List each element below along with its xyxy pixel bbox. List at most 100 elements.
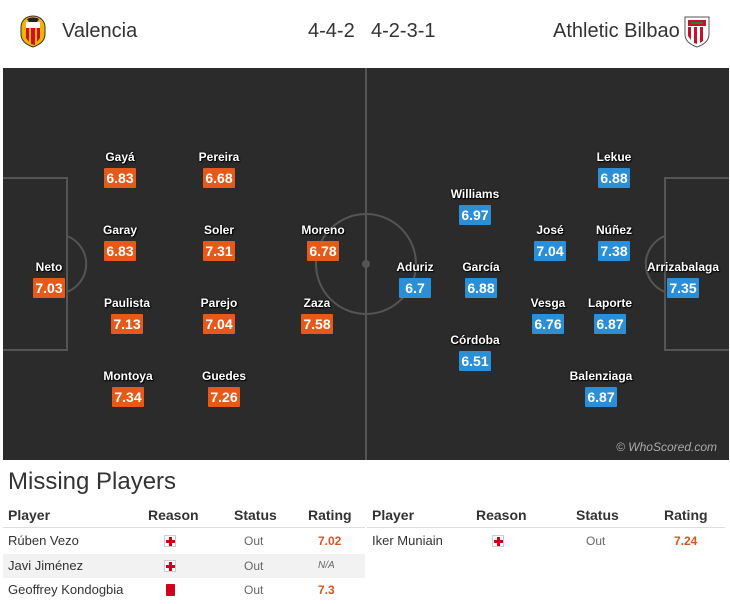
missing-player-name[interactable]: Geoffrey Kondogbia — [8, 582, 124, 597]
away-formation: 4-2-3-1 — [371, 20, 436, 42]
red-card-icon — [166, 584, 175, 596]
player-name: Garay — [102, 223, 138, 237]
player-rating: 7.58 — [301, 314, 333, 334]
player-rating: 6.97 — [459, 205, 491, 225]
player-rating: 6.83 — [104, 168, 136, 188]
player-rating: 7.03 — [33, 278, 65, 298]
player-name: Laporte — [587, 296, 632, 310]
away-player[interactable]: José 7.04 — [505, 223, 595, 261]
match-header: Valencia 4-4-2 4-2-3-1 Athletic Bilbao — [0, 0, 730, 66]
missing-player-rating: 7.02 — [318, 534, 342, 548]
player-rating: 6.83 — [104, 241, 136, 261]
player-rating: 6.88 — [465, 278, 497, 298]
player-rating: 7.04 — [534, 241, 566, 261]
player-rating: 6.7 — [399, 278, 431, 298]
home-player[interactable]: Guedes 7.26 — [179, 369, 269, 407]
watermark: © WhoScored.com — [616, 440, 717, 454]
missing-players-title: Missing Players — [8, 468, 177, 495]
header-rating: Rating — [664, 507, 708, 523]
header-status: Status — [234, 507, 277, 523]
player-name: Williams — [450, 187, 500, 201]
player-name: José — [536, 223, 564, 237]
header-player: Player — [8, 507, 51, 523]
missing-player-status: Out — [244, 583, 264, 597]
pitch-markings — [3, 68, 729, 460]
home-team-name[interactable]: Valencia — [62, 20, 138, 42]
header-reason: Reason — [148, 507, 199, 523]
away-player[interactable]: Williams 6.97 — [430, 187, 520, 225]
player-name: Núñez — [596, 223, 632, 237]
player-rating: 6.87 — [585, 387, 617, 407]
player-rating: 7.34 — [112, 387, 144, 407]
player-rating: 7.31 — [203, 241, 235, 261]
away-player[interactable]: Balenziaga 6.87 — [556, 369, 646, 407]
athletic-bilbao-crest-icon — [684, 16, 710, 48]
injury-icon — [164, 535, 176, 547]
player-name: García — [462, 260, 500, 274]
player-rating: 6.51 — [459, 351, 491, 371]
away-player[interactable]: García 6.88 — [436, 260, 526, 298]
home-player[interactable]: Zaza 7.58 — [272, 296, 362, 334]
player-rating: 6.78 — [307, 241, 339, 261]
home-player[interactable]: Neto 7.03 — [4, 260, 94, 298]
valencia-bat-crest-icon — [20, 15, 46, 48]
player-name: Guedes — [201, 369, 246, 383]
injury-icon — [492, 535, 504, 547]
player-rating: 7.26 — [208, 387, 240, 407]
player-name: Arrizabalaga — [646, 260, 720, 274]
missing-player-rating: 7.24 — [674, 534, 698, 548]
player-name: Córdoba — [450, 333, 500, 347]
player-name: Pereira — [198, 150, 240, 164]
header-status: Status — [576, 507, 619, 523]
header-player: Player — [372, 507, 415, 523]
player-name: Aduriz — [396, 260, 434, 274]
player-name: Balenziaga — [569, 369, 633, 383]
home-player[interactable]: Garay 6.83 — [75, 223, 165, 261]
player-name: Soler — [203, 223, 234, 237]
home-player[interactable]: Gayá 6.83 — [75, 150, 165, 188]
away-team-name[interactable]: Athletic Bilbao — [553, 20, 680, 42]
header-divider — [3, 527, 365, 528]
player-name: Neto — [35, 260, 63, 274]
player-name: Paulista — [103, 296, 151, 310]
home-player[interactable]: Moreno 6.78 — [278, 223, 368, 261]
player-name: Zaza — [303, 296, 331, 310]
player-rating: 6.87 — [594, 314, 626, 334]
missing-player-name[interactable]: Rúben Vezo — [8, 533, 79, 548]
header-reason: Reason — [476, 507, 527, 523]
player-name: Montoya — [103, 369, 153, 383]
player-rating: 6.88 — [598, 168, 630, 188]
away-player[interactable]: Laporte 6.87 — [565, 296, 655, 334]
missing-player-status: Out — [586, 534, 606, 548]
player-rating: 7.35 — [667, 278, 699, 298]
missing-player-status: Out — [244, 558, 264, 573]
missing-player-rating: 7.3 — [318, 583, 335, 597]
player-name: Moreno — [301, 223, 345, 237]
home-player[interactable]: Soler 7.31 — [174, 223, 264, 261]
home-player[interactable]: Paulista 7.13 — [82, 296, 172, 334]
missing-player-name[interactable]: Javi Jiménez — [8, 557, 84, 573]
header-divider — [367, 527, 725, 528]
player-name: Parejo — [200, 296, 238, 310]
injury-icon — [164, 559, 176, 572]
missing-player-name[interactable]: Iker Muniain — [372, 533, 443, 548]
home-player[interactable]: Montoya 7.34 — [83, 369, 173, 407]
missing-player-rating: N/A — [318, 559, 335, 571]
player-name: Vesga — [530, 296, 566, 310]
away-player[interactable]: Córdoba 6.51 — [430, 333, 520, 371]
player-rating: 7.13 — [111, 314, 143, 334]
away-player[interactable]: Arrizabalaga 7.35 — [638, 260, 728, 298]
away-player[interactable]: Lekue 6.88 — [569, 150, 659, 188]
home-player[interactable]: Pereira 6.68 — [174, 150, 264, 188]
home-formation: 4-4-2 — [308, 20, 355, 42]
missing-player-row[interactable] — [3, 553, 365, 578]
away-player[interactable]: Aduriz 6.7 — [370, 260, 460, 298]
player-rating: 6.68 — [203, 168, 235, 188]
header-rating: Rating — [308, 507, 352, 523]
player-name: Gayá — [105, 150, 135, 164]
player-name: Lekue — [596, 150, 632, 164]
